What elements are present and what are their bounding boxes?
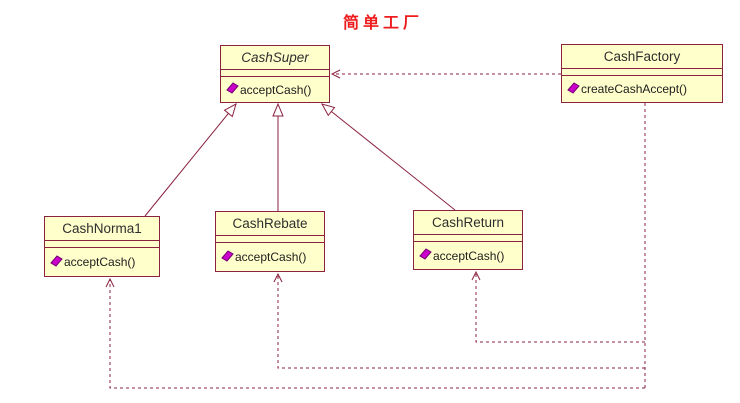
class-name: CashSuper [241, 50, 309, 65]
dependency-cashfactory-to-cashnorma1 [105, 277, 645, 389]
generalization-cashreturn-to-cashsuper [320, 103, 456, 211]
operations-compartment: acceptCash() [221, 76, 329, 102]
operation-icon [567, 81, 580, 97]
class-name: CashFactory [603, 49, 681, 64]
operations-compartment: acceptCash() [216, 242, 324, 271]
operation-icon [226, 82, 239, 97]
attributes-compartment [221, 69, 329, 76]
class-box-cashnorma1: CashNorma1 acceptCash() [44, 216, 160, 277]
generalization-cashnorma1-to-cashsuper [144, 102, 237, 217]
class-box-cashsuper: CashSuper acceptCash() [220, 45, 330, 103]
operation-label: acceptCash() [235, 250, 307, 264]
class-box-cashreturn: CashReturn acceptCash() [413, 210, 523, 270]
attributes-compartment [45, 240, 159, 247]
operations-compartment: createCashAccept() [562, 75, 722, 102]
class-name: CashRebate [232, 216, 308, 231]
attributes-compartment [216, 235, 324, 242]
attributes-compartment [562, 68, 722, 75]
class-box-cashfactory: CashFactory createCashAccept() [561, 44, 723, 103]
operation-icon [50, 254, 63, 270]
operations-compartment: acceptCash() [45, 247, 159, 276]
class-name: CashNorma1 [62, 221, 142, 236]
class-box-cashrebate: CashRebate acceptCash() [215, 211, 325, 272]
operation-label: acceptCash() [240, 82, 312, 97]
operation-label: acceptCash() [433, 248, 505, 263]
operation-label: createCashAccept() [581, 82, 688, 96]
dependency-cashfactory-to-cashreturn [471, 270, 645, 343]
operation-label: acceptCash() [64, 255, 136, 269]
dependency-cashfactory-to-cashrebate [273, 272, 645, 369]
operations-compartment: acceptCash() [414, 241, 522, 269]
diagram-title: 简单工厂 [342, 15, 423, 32]
operation-icon [221, 249, 234, 265]
class-name: CashReturn [431, 215, 505, 230]
attributes-compartment [414, 234, 522, 241]
operation-icon [419, 248, 432, 263]
